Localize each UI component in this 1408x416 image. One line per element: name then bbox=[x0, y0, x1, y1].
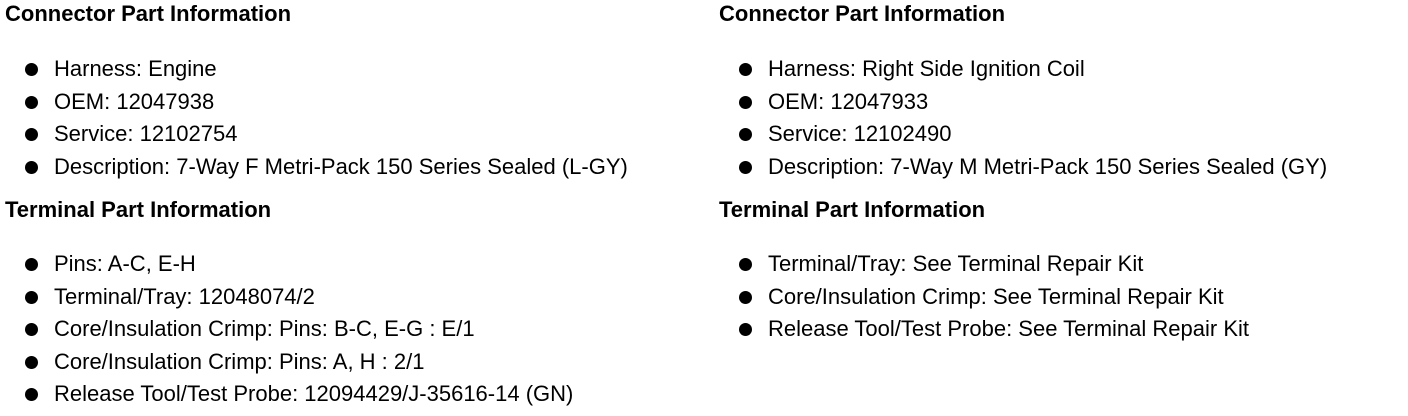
list-item: OEM: 12047938 bbox=[5, 86, 628, 119]
harness-text: Harness: Engine bbox=[54, 56, 217, 81]
list-item: Service: 12102490 bbox=[719, 118, 1327, 151]
release-tool-text: Release Tool/Test Probe: 12094429/J-3561… bbox=[54, 381, 574, 406]
bullet-icon bbox=[25, 95, 38, 109]
list-item: Harness: Right Side Ignition Coil bbox=[719, 53, 1327, 86]
bullet-icon bbox=[25, 63, 38, 76]
terminal-part-heading: Terminal Part Information bbox=[719, 197, 986, 222]
description-text: Description: 7-Way F Metri-Pack 150 Seri… bbox=[54, 153, 628, 179]
list-item: Description: 7-Way M Metri-Pack 150 Seri… bbox=[719, 151, 1327, 184]
list-item: Terminal/Tray: 12048074/2 bbox=[5, 281, 573, 314]
bullet-icon bbox=[739, 160, 752, 174]
description-text: Description: 7-Way M Metri-Pack 150 Seri… bbox=[768, 153, 1328, 179]
bullet-icon bbox=[25, 258, 38, 271]
bullet-icon bbox=[739, 323, 752, 336]
core-insulation-crimp-text: Core/Insulation Crimp: Pins: B-C, E-G : … bbox=[54, 316, 475, 341]
list-item: Release Tool/Test Probe: 12094429/J-3561… bbox=[5, 378, 573, 411]
list-item: Description: 7-Way F Metri-Pack 150 Seri… bbox=[5, 151, 628, 184]
terminal-part-list: Terminal/Tray: See Terminal Repair Kit C… bbox=[719, 248, 1249, 346]
release-tool-text: Release Tool/Test Probe: See Terminal Re… bbox=[768, 316, 1249, 341]
bullet-icon bbox=[25, 290, 38, 304]
bullet-icon bbox=[25, 323, 38, 336]
harness-text: Harness: Right Side Ignition Coil bbox=[768, 56, 1085, 81]
terminal-tray-text: Terminal/Tray: 12048074/2 bbox=[54, 283, 315, 309]
bullet-icon bbox=[25, 128, 38, 141]
list-item: Terminal/Tray: See Terminal Repair Kit bbox=[719, 248, 1249, 281]
list-item: Core/Insulation Crimp: Pins: A, H : 2/1 bbox=[5, 346, 573, 379]
oem-text: OEM: 12047933 bbox=[768, 88, 929, 114]
bullet-icon bbox=[25, 388, 38, 401]
list-item: Core/Insulation Crimp: See Terminal Repa… bbox=[719, 281, 1249, 314]
list-item: OEM: 12047933 bbox=[719, 86, 1327, 119]
oem-text: OEM: 12047938 bbox=[54, 88, 215, 114]
bullet-icon bbox=[739, 290, 752, 304]
bullet-icon bbox=[25, 160, 38, 174]
list-item: Core/Insulation Crimp: Pins: B-C, E-G : … bbox=[5, 313, 573, 346]
terminal-tray-text: Terminal/Tray: See Terminal Repair Kit bbox=[768, 251, 1144, 276]
terminal-part-list: Pins: A-C, E-H Terminal/Tray: 12048074/2… bbox=[5, 248, 573, 411]
service-text: Service: 12102490 bbox=[768, 121, 952, 146]
list-item: Release Tool/Test Probe: See Terminal Re… bbox=[719, 313, 1249, 346]
bullet-icon bbox=[739, 128, 752, 141]
bullet-icon bbox=[739, 258, 752, 271]
bullet-icon bbox=[739, 95, 752, 109]
connector-part-heading: Connector Part Information bbox=[719, 1, 1006, 26]
connector-part-list: Harness: Engine OEM: 12047938 Service: 1… bbox=[5, 53, 628, 183]
list-item: Harness: Engine bbox=[5, 53, 628, 86]
bullet-icon bbox=[25, 355, 38, 369]
connector-part-list: Harness: Right Side Ignition Coil OEM: 1… bbox=[719, 53, 1327, 183]
core-insulation-crimp-text: Core/Insulation Crimp: Pins: A, H : 2/1 bbox=[54, 348, 425, 374]
connector-part-heading: Connector Part Information bbox=[5, 1, 292, 26]
list-item: Pins: A-C, E-H bbox=[5, 248, 573, 281]
bullet-icon bbox=[739, 63, 752, 76]
list-item: Service: 12102754 bbox=[5, 118, 628, 151]
service-text: Service: 12102754 bbox=[54, 121, 238, 146]
core-insulation-crimp-text: Core/Insulation Crimp: See Terminal Repa… bbox=[768, 283, 1224, 309]
pins-text: Pins: A-C, E-H bbox=[54, 251, 196, 276]
terminal-part-heading: Terminal Part Information bbox=[5, 197, 272, 222]
